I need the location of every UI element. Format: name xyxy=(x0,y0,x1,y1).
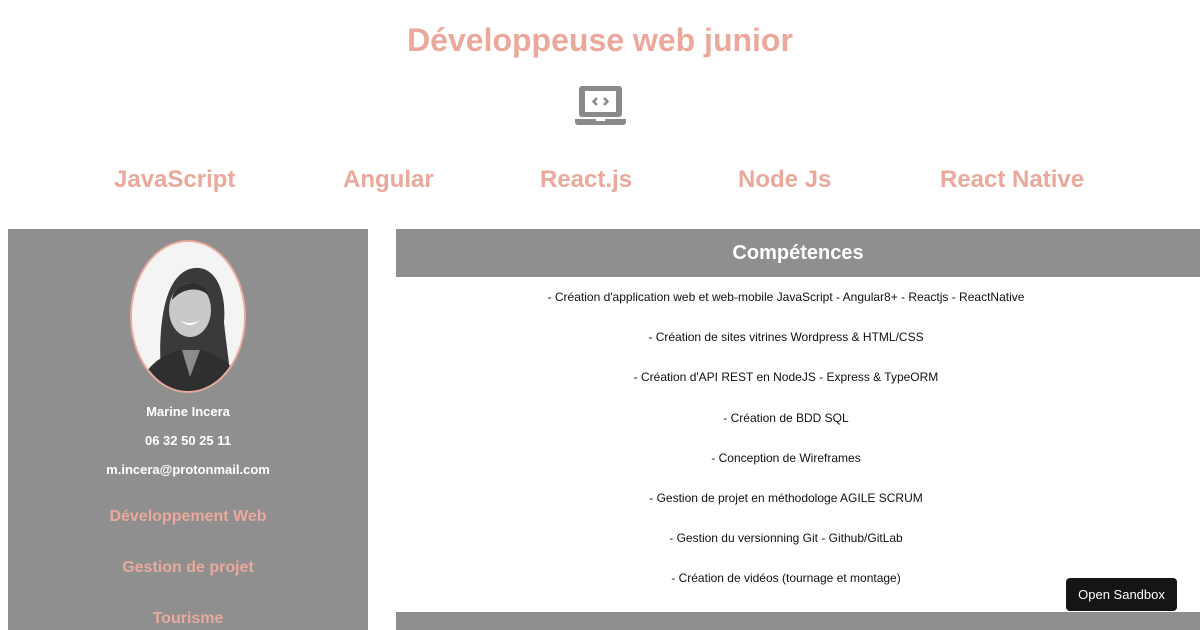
profile-sidebar: Marine Incera 06 32 50 25 11 m.incera@pr… xyxy=(8,229,368,630)
profile-phone[interactable]: 06 32 50 25 11 xyxy=(144,433,232,448)
laptop-code-icon xyxy=(575,86,626,125)
skills-section-title: Compétences xyxy=(396,229,1200,277)
sidebar-link-tourism[interactable]: Tourisme xyxy=(152,610,224,627)
skill-item: - Gestion du versionning Git - Github/Gi… xyxy=(669,531,903,546)
tech-nodejs[interactable]: Node Js xyxy=(738,166,832,193)
skill-item: - Conception de Wireframes xyxy=(711,450,861,465)
skill-item: - Gestion de projet en méthodologe AGILE… xyxy=(649,490,923,505)
skill-item: - Création de BDD SQL xyxy=(723,410,849,425)
tech-reactjs[interactable]: React.js xyxy=(540,166,633,193)
profile-name: Marine Incera xyxy=(146,404,230,419)
tech-angular[interactable]: Angular xyxy=(343,166,434,193)
sidebar-link-project-management[interactable]: Gestion de projet xyxy=(122,559,254,576)
skill-item: - Création de vidéos (tournage et montag… xyxy=(671,571,901,586)
open-sandbox-button[interactable]: Open Sandbox xyxy=(1066,578,1177,611)
profile-email[interactable]: m.incera@protonmail.com xyxy=(106,462,270,477)
skills-list: - Création d'application web et web-mobi… xyxy=(396,290,1176,612)
avatar xyxy=(130,240,246,393)
tech-react-native[interactable]: React Native xyxy=(940,166,1085,193)
skill-item: - Création de sites vitrines Wordpress &… xyxy=(648,330,924,345)
tech-javascript[interactable]: JavaScript xyxy=(114,166,236,193)
profile-photo-icon xyxy=(132,242,244,391)
skill-item: - Création d'application web et web-mobi… xyxy=(547,290,1025,304)
tech-stack-nav: JavaScript Angular React.js Node Js Reac… xyxy=(0,166,1200,200)
skill-item: - Création d'API REST en NodeJS - Expres… xyxy=(633,370,939,385)
next-section-title xyxy=(396,612,1200,630)
sidebar-link-web-development[interactable]: Développement Web xyxy=(109,508,267,525)
page-title: Développeuse web junior xyxy=(407,22,793,58)
